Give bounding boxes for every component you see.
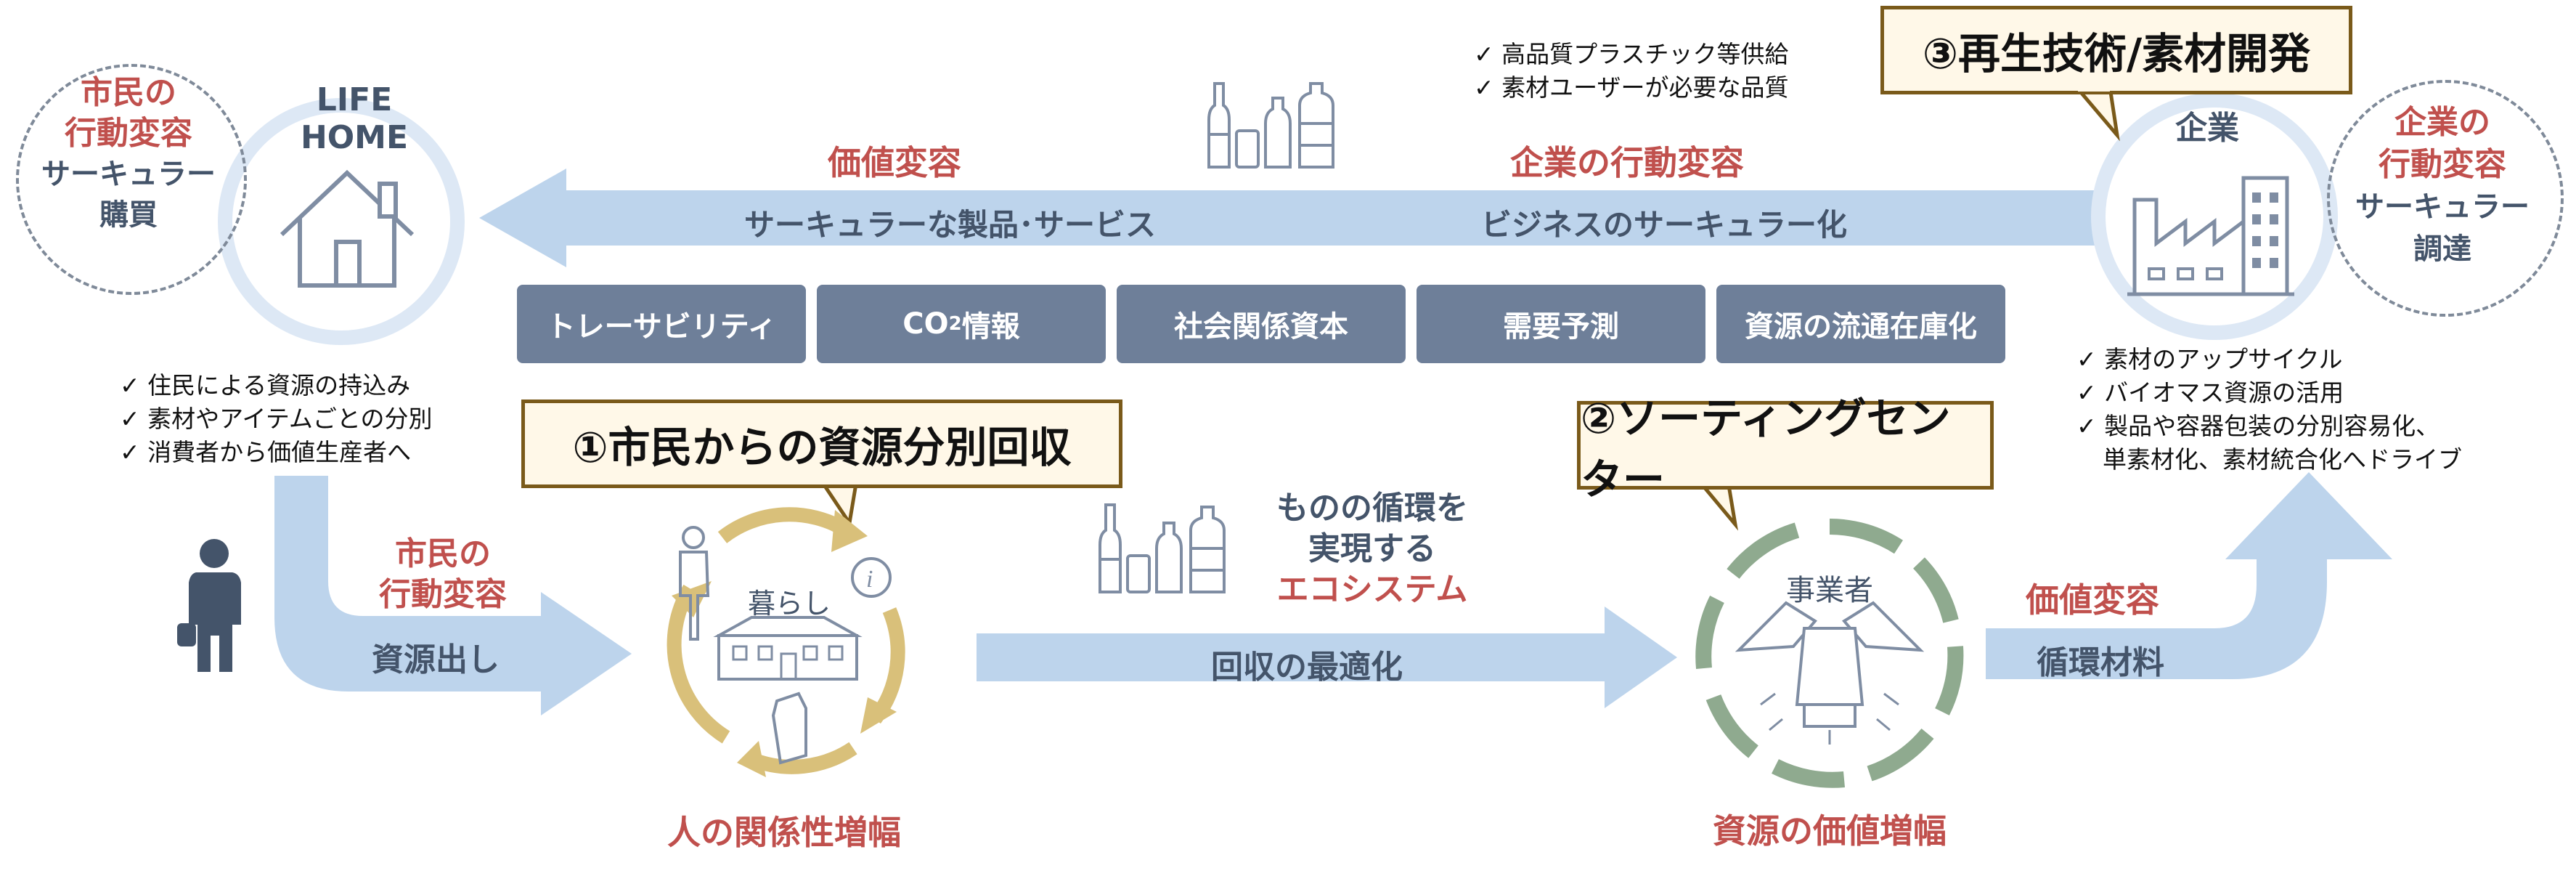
callout3-tail-cover bbox=[2078, 86, 2110, 92]
top-notes: ✓ 高品質プラスチック等供給 ✓ 素材ユーザーが必要な品質 bbox=[1474, 38, 1789, 105]
tag-demand-forecast: 需要予測 bbox=[1417, 285, 1705, 363]
right-checks: ✓ 素材のアップサイクル ✓ バイオマス資源の活用 ✓ 製品や容器包装の分別容易… bbox=[2076, 343, 2462, 476]
check-icon: ✓ bbox=[120, 438, 140, 466]
check-icon: ✓ bbox=[1474, 40, 1494, 68]
bottles-icon-top bbox=[1207, 82, 1334, 169]
ecosystem-text: ものの循環を 実現する エコシステム bbox=[1249, 488, 1496, 610]
tag-traceability: トレーサビリティ bbox=[517, 285, 806, 363]
check-icon: ✓ bbox=[1474, 73, 1494, 102]
cycle-caption: 人の関係性増幅 bbox=[667, 813, 901, 852]
tag-resource-inventory-label: 資源の流通在庫化 bbox=[1745, 310, 1977, 344]
right-check-item: ✓ 素材のアップサイクル bbox=[2076, 343, 2462, 376]
check-icon: ✓ bbox=[2076, 345, 2097, 373]
svg-text:i: i bbox=[866, 566, 873, 593]
business-label: 事業者 bbox=[1786, 574, 1873, 607]
right-check-2: バイオマス資源の活用 bbox=[2104, 378, 2344, 407]
left-badge-line2: 行動変容 bbox=[65, 115, 192, 152]
right-arrow-text: 循環材料 bbox=[2037, 644, 2164, 681]
left-check-item: ✓ 素材やアイテムごとの分別 bbox=[120, 402, 433, 436]
ecosystem-line1: ものの循環を bbox=[1276, 490, 1468, 527]
sorting-center-icon bbox=[1695, 519, 1964, 788]
tag-resource-inventory: 資源の流通在庫化 bbox=[1716, 285, 2005, 363]
left-badge-line3: サーキュラー bbox=[41, 158, 216, 191]
top-note-1: 高品質プラスチック等供給 bbox=[1501, 40, 1789, 68]
top-note-item: ✓ 素材ユーザーが必要な品質 bbox=[1474, 71, 1789, 105]
right-badge-line3: サーキュラー bbox=[2355, 190, 2530, 224]
business-caption: 資源の価値増幅 bbox=[1713, 811, 1947, 851]
right-company-badge bbox=[2327, 80, 2564, 317]
citizen-arrow-red2: 行動変容 bbox=[379, 576, 507, 613]
right-check-4: 単素材化、素材統合化へドライブ bbox=[2103, 445, 2462, 474]
citizen-arrow-red1: 市民の bbox=[395, 535, 491, 572]
cycle-label: 暮らし bbox=[748, 588, 831, 620]
check-icon: ✓ bbox=[2076, 378, 2097, 407]
right-check-3: 製品や容器包装の分別容易化、 bbox=[2104, 412, 2440, 440]
middle-arrow-text: 回収の最適化 bbox=[1211, 649, 1403, 686]
right-arrow-red: 価値変容 bbox=[2026, 580, 2159, 620]
citizen-arrow-text: 資源出し bbox=[372, 641, 500, 678]
life-home-line2: HOME bbox=[300, 119, 409, 156]
tag-co2-label: CO bbox=[902, 307, 949, 341]
right-badge-line1: 企業の bbox=[2394, 104, 2490, 141]
company-label: 企業 bbox=[2175, 110, 2239, 147]
check-icon: ✓ bbox=[2076, 412, 2097, 440]
top-arrow-left-text: サーキュラーな製品･サービス bbox=[744, 207, 1157, 243]
tag-social-capital: 社会関係資本 bbox=[1117, 285, 1406, 363]
tag-co2-subscript: 2 bbox=[948, 313, 962, 335]
left-citizen-badge bbox=[16, 64, 247, 295]
left-check-item: ✓ 消費者から価値生産者へ bbox=[120, 436, 433, 469]
house-icon bbox=[280, 169, 415, 288]
left-citizen-badge-text: 市民の 行動変容 サーキュラー 購買 bbox=[16, 73, 241, 235]
tag-demand-forecast-label: 需要予測 bbox=[1503, 310, 1619, 344]
left-check-item: ✓ 住民による資源の持込み bbox=[120, 369, 433, 402]
top-arrow-right-text: ビジネスのサーキュラー化 bbox=[1481, 207, 1848, 243]
left-check-2: 素材やアイテムごとの分別 bbox=[147, 405, 433, 433]
left-check-3: 消費者から価値生産者へ bbox=[147, 438, 412, 466]
right-up-arrow-shape bbox=[1986, 472, 2392, 679]
top-arrow-right-red: 企業の行動変容 bbox=[1510, 143, 1744, 182]
top-note-2: 素材ユーザーが必要な品質 bbox=[1501, 73, 1789, 102]
person-icon bbox=[177, 539, 241, 672]
callout-citizen-collection: ①市民からの資源分別回収 bbox=[521, 400, 1122, 488]
left-check-1: 住民による資源の持込み bbox=[147, 371, 411, 400]
right-check-item: ✓ バイオマス資源の活用 bbox=[2076, 376, 2462, 410]
tag-social-capital-label: 社会関係資本 bbox=[1174, 310, 1348, 344]
factory-icon bbox=[2127, 176, 2294, 296]
check-icon: ✓ bbox=[120, 371, 140, 400]
callout-sorting-center: ②ソーティングセンター bbox=[1577, 394, 1994, 504]
top-arrow-shape bbox=[479, 169, 2135, 267]
right-badge-line2: 行動変容 bbox=[2379, 146, 2506, 183]
bottles-icon-middle bbox=[1099, 503, 1226, 593]
middle-arrow-shape bbox=[977, 607, 1677, 708]
check-icon: ✓ bbox=[120, 405, 140, 433]
left-badge-line4: 購買 bbox=[99, 198, 158, 232]
right-check-item: ✓ 製品や容器包装の分別容易化、 bbox=[2076, 410, 2462, 443]
left-checks: ✓ 住民による資源の持込み ✓ 素材やアイテムごとの分別 ✓ 消費者から価値生産… bbox=[120, 369, 433, 469]
life-home-label: LIFE HOME bbox=[282, 81, 427, 157]
right-check-item: 単素材化、素材統合化へドライブ bbox=[2076, 443, 2462, 476]
left-badge-line1: 市民の bbox=[81, 74, 176, 111]
right-company-badge-text: 企業の 行動変容 サーキュラー 調達 bbox=[2327, 102, 2558, 270]
callout-recycling-tech: ③再生技術/素材開発 bbox=[1880, 6, 2352, 94]
tag-co2-suffix: 情報 bbox=[961, 310, 1020, 344]
citizen-arrow-shape bbox=[274, 476, 632, 715]
top-arrow-left-red: 価値変容 bbox=[828, 143, 961, 182]
ecosystem-line3: エコシステム bbox=[1276, 571, 1468, 608]
ecosystem-line2: 実現する bbox=[1308, 530, 1436, 567]
right-check-1: 素材のアップサイクル bbox=[2104, 345, 2343, 373]
top-note-item: ✓ 高品質プラスチック等供給 bbox=[1474, 38, 1789, 71]
callout3-tail bbox=[2072, 85, 2120, 142]
living-cycle-icon: i bbox=[667, 507, 905, 777]
life-home-line1: LIFE bbox=[316, 81, 393, 118]
tag-traceability-label: トレーサビリティ bbox=[546, 310, 777, 344]
right-badge-line4: 調達 bbox=[2413, 232, 2471, 266]
